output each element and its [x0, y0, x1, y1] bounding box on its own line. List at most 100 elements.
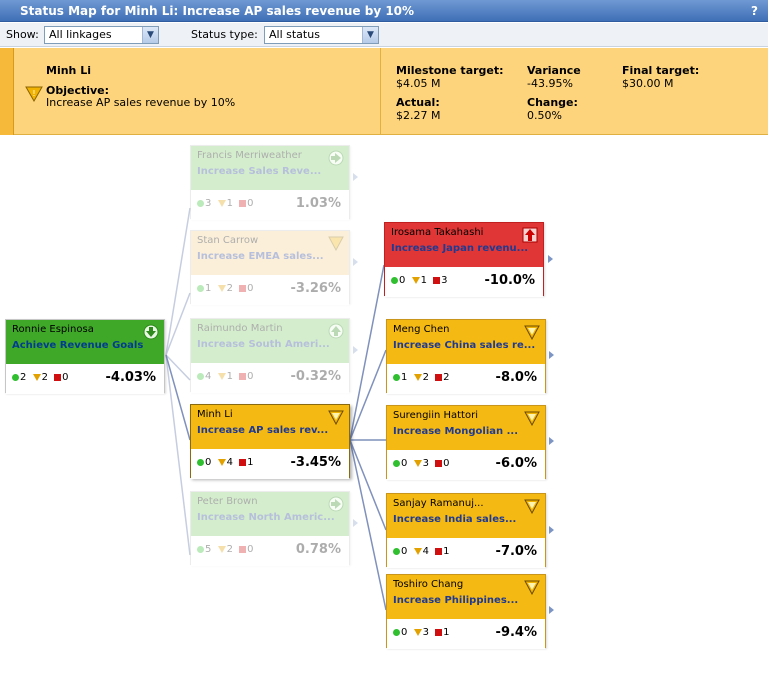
yellow-count: 1: [226, 198, 233, 209]
change-value: 0.50%: [527, 109, 562, 122]
yellow-count: 1: [226, 371, 233, 382]
green-count: 5: [205, 544, 212, 555]
card-owner-name: Raimundo Martin: [197, 323, 283, 334]
red-count: 0: [247, 283, 254, 294]
status-card-ronnie-espinosa[interactable]: Ronnie Espinosa Achieve Revenue Goals 2 …: [5, 319, 165, 394]
yellow-status-icon: [217, 546, 226, 553]
expand-arrow-icon[interactable]: [549, 606, 554, 614]
card-owner-name: Peter Brown: [197, 496, 258, 507]
green-count: 2: [20, 372, 27, 383]
red-status-icon: [239, 200, 247, 207]
objective-label: Objective:: [46, 84, 110, 97]
expand-arrow-icon[interactable]: [353, 173, 358, 181]
green-status-icon: [391, 277, 398, 284]
red-count: 1: [247, 457, 254, 468]
card-owner-name: Toshiro Chang: [393, 579, 464, 590]
help-button[interactable]: ?: [751, 4, 758, 18]
warning-icon: [524, 580, 540, 595]
expand-arrow-icon[interactable]: [353, 258, 358, 266]
right-arrow-icon: [328, 496, 344, 512]
status-card-surengiin-hattori[interactable]: Surengiin Hattori Increase Mongolian ...…: [386, 405, 546, 480]
status-card-irosama-takahashi[interactable]: Irosama Takahashi Increase Japan revenu.…: [384, 222, 544, 297]
red-status-icon: [54, 374, 62, 381]
red-status-icon: [433, 277, 441, 284]
status-card-raimundo-martin[interactable]: Raimundo Martin Increase South Ameri... …: [190, 318, 350, 393]
yellow-count: 2: [226, 544, 233, 555]
status-card-francis-merriweather[interactable]: Francis Merriweather Increase Sales Reve…: [190, 145, 350, 220]
yellow-status-icon: [217, 373, 226, 380]
card-variance: -7.0%: [495, 544, 537, 559]
green-status-icon: [197, 546, 204, 553]
card-goal[interactable]: Increase AP sales rev...: [197, 425, 329, 436]
warning-icon: !: [25, 86, 43, 102]
yellow-count: 3: [422, 458, 429, 469]
status-type-label: Status type:: [191, 28, 258, 41]
warning-icon: [328, 410, 344, 425]
summary-stripe: [0, 48, 14, 135]
status-card-toshiro-chang[interactable]: Toshiro Chang Increase Philippines... 0 …: [386, 574, 546, 649]
up-arrow-icon: [328, 323, 344, 339]
chevron-down-icon[interactable]: ▼: [142, 27, 158, 43]
status-type-select[interactable]: All status ▼: [264, 26, 379, 44]
red-count: 0: [443, 458, 450, 469]
yellow-status-icon: [217, 459, 226, 466]
window-title-bar: Status Map for Minh Li: Increase AP sale…: [0, 0, 768, 22]
green-count: 0: [399, 275, 406, 286]
red-count: 0: [247, 544, 254, 555]
card-variance: -0.32%: [290, 369, 342, 384]
green-count: 3: [205, 198, 212, 209]
show-select-value: All linkages: [49, 28, 112, 41]
red-status-icon: [239, 373, 247, 380]
card-owner-name: Sanjay Ramanuj...: [393, 498, 484, 509]
card-goal[interactable]: Increase North Americ...: [197, 512, 335, 523]
chevron-down-icon[interactable]: ▼: [362, 27, 378, 43]
red-count: 0: [247, 371, 254, 382]
status-card-minh-li[interactable]: Minh Li Increase AP sales rev... 0 4 1 -…: [190, 404, 350, 479]
status-card-stan-carrow[interactable]: Stan Carrow Increase EMEA sales... 1 2 0…: [190, 230, 350, 305]
show-select[interactable]: All linkages ▼: [44, 26, 159, 44]
red-count: 0: [247, 198, 254, 209]
red-count: 1: [443, 546, 450, 557]
card-variance: -9.4%: [495, 625, 537, 640]
green-count: 0: [401, 546, 408, 557]
green-status-icon: [197, 459, 204, 466]
card-owner-name: Ronnie Espinosa: [12, 324, 94, 335]
green-count: 0: [205, 457, 212, 468]
status-card-sanjay-ramanuj[interactable]: Sanjay Ramanuj... Increase India sales..…: [386, 493, 546, 568]
card-goal[interactable]: Achieve Revenue Goals: [12, 340, 144, 351]
expand-arrow-icon[interactable]: [549, 437, 554, 445]
card-goal[interactable]: Increase South Ameri...: [197, 339, 330, 350]
card-goal[interactable]: Increase Philippines...: [393, 595, 519, 606]
red-count: 2: [443, 372, 450, 383]
expand-arrow-icon[interactable]: [353, 519, 358, 527]
card-owner-name: Surengiin Hattori: [393, 410, 478, 421]
expand-arrow-icon[interactable]: [549, 526, 554, 534]
status-card-peter-brown[interactable]: Peter Brown Increase North Americ... 5 2…: [190, 491, 350, 566]
yellow-status-icon: [411, 277, 420, 284]
card-goal[interactable]: Increase Japan revenu...: [391, 243, 529, 254]
green-count: 1: [401, 372, 408, 383]
red-status-icon: [239, 546, 247, 553]
expand-arrow-icon[interactable]: [549, 351, 554, 359]
card-goal[interactable]: Increase Sales Reve...: [197, 166, 322, 177]
green-count: 0: [401, 627, 408, 638]
change-label: Change:: [527, 96, 578, 109]
red-status-icon: [435, 548, 443, 555]
final-target-label: Final target:: [622, 64, 700, 77]
card-goal[interactable]: Increase China sales re...: [393, 340, 536, 351]
final-target-value: $30.00 M: [622, 77, 674, 90]
card-variance: -4.03%: [105, 370, 157, 385]
card-variance: -6.0%: [495, 456, 537, 471]
expand-arrow-icon[interactable]: [548, 255, 553, 263]
red-up-arrow-icon: [522, 227, 538, 243]
show-label: Show:: [6, 28, 39, 41]
card-goal[interactable]: Increase EMEA sales...: [197, 251, 324, 262]
red-count: 0: [62, 372, 69, 383]
expand-arrow-icon[interactable]: [353, 346, 358, 354]
card-goal[interactable]: Increase Mongolian ...: [393, 426, 519, 437]
card-owner-name: Minh Li: [197, 409, 233, 420]
status-card-meng-chen[interactable]: Meng Chen Increase China sales re... 1 2…: [386, 319, 546, 394]
red-count: 1: [443, 627, 450, 638]
card-goal[interactable]: Increase India sales...: [393, 514, 517, 525]
